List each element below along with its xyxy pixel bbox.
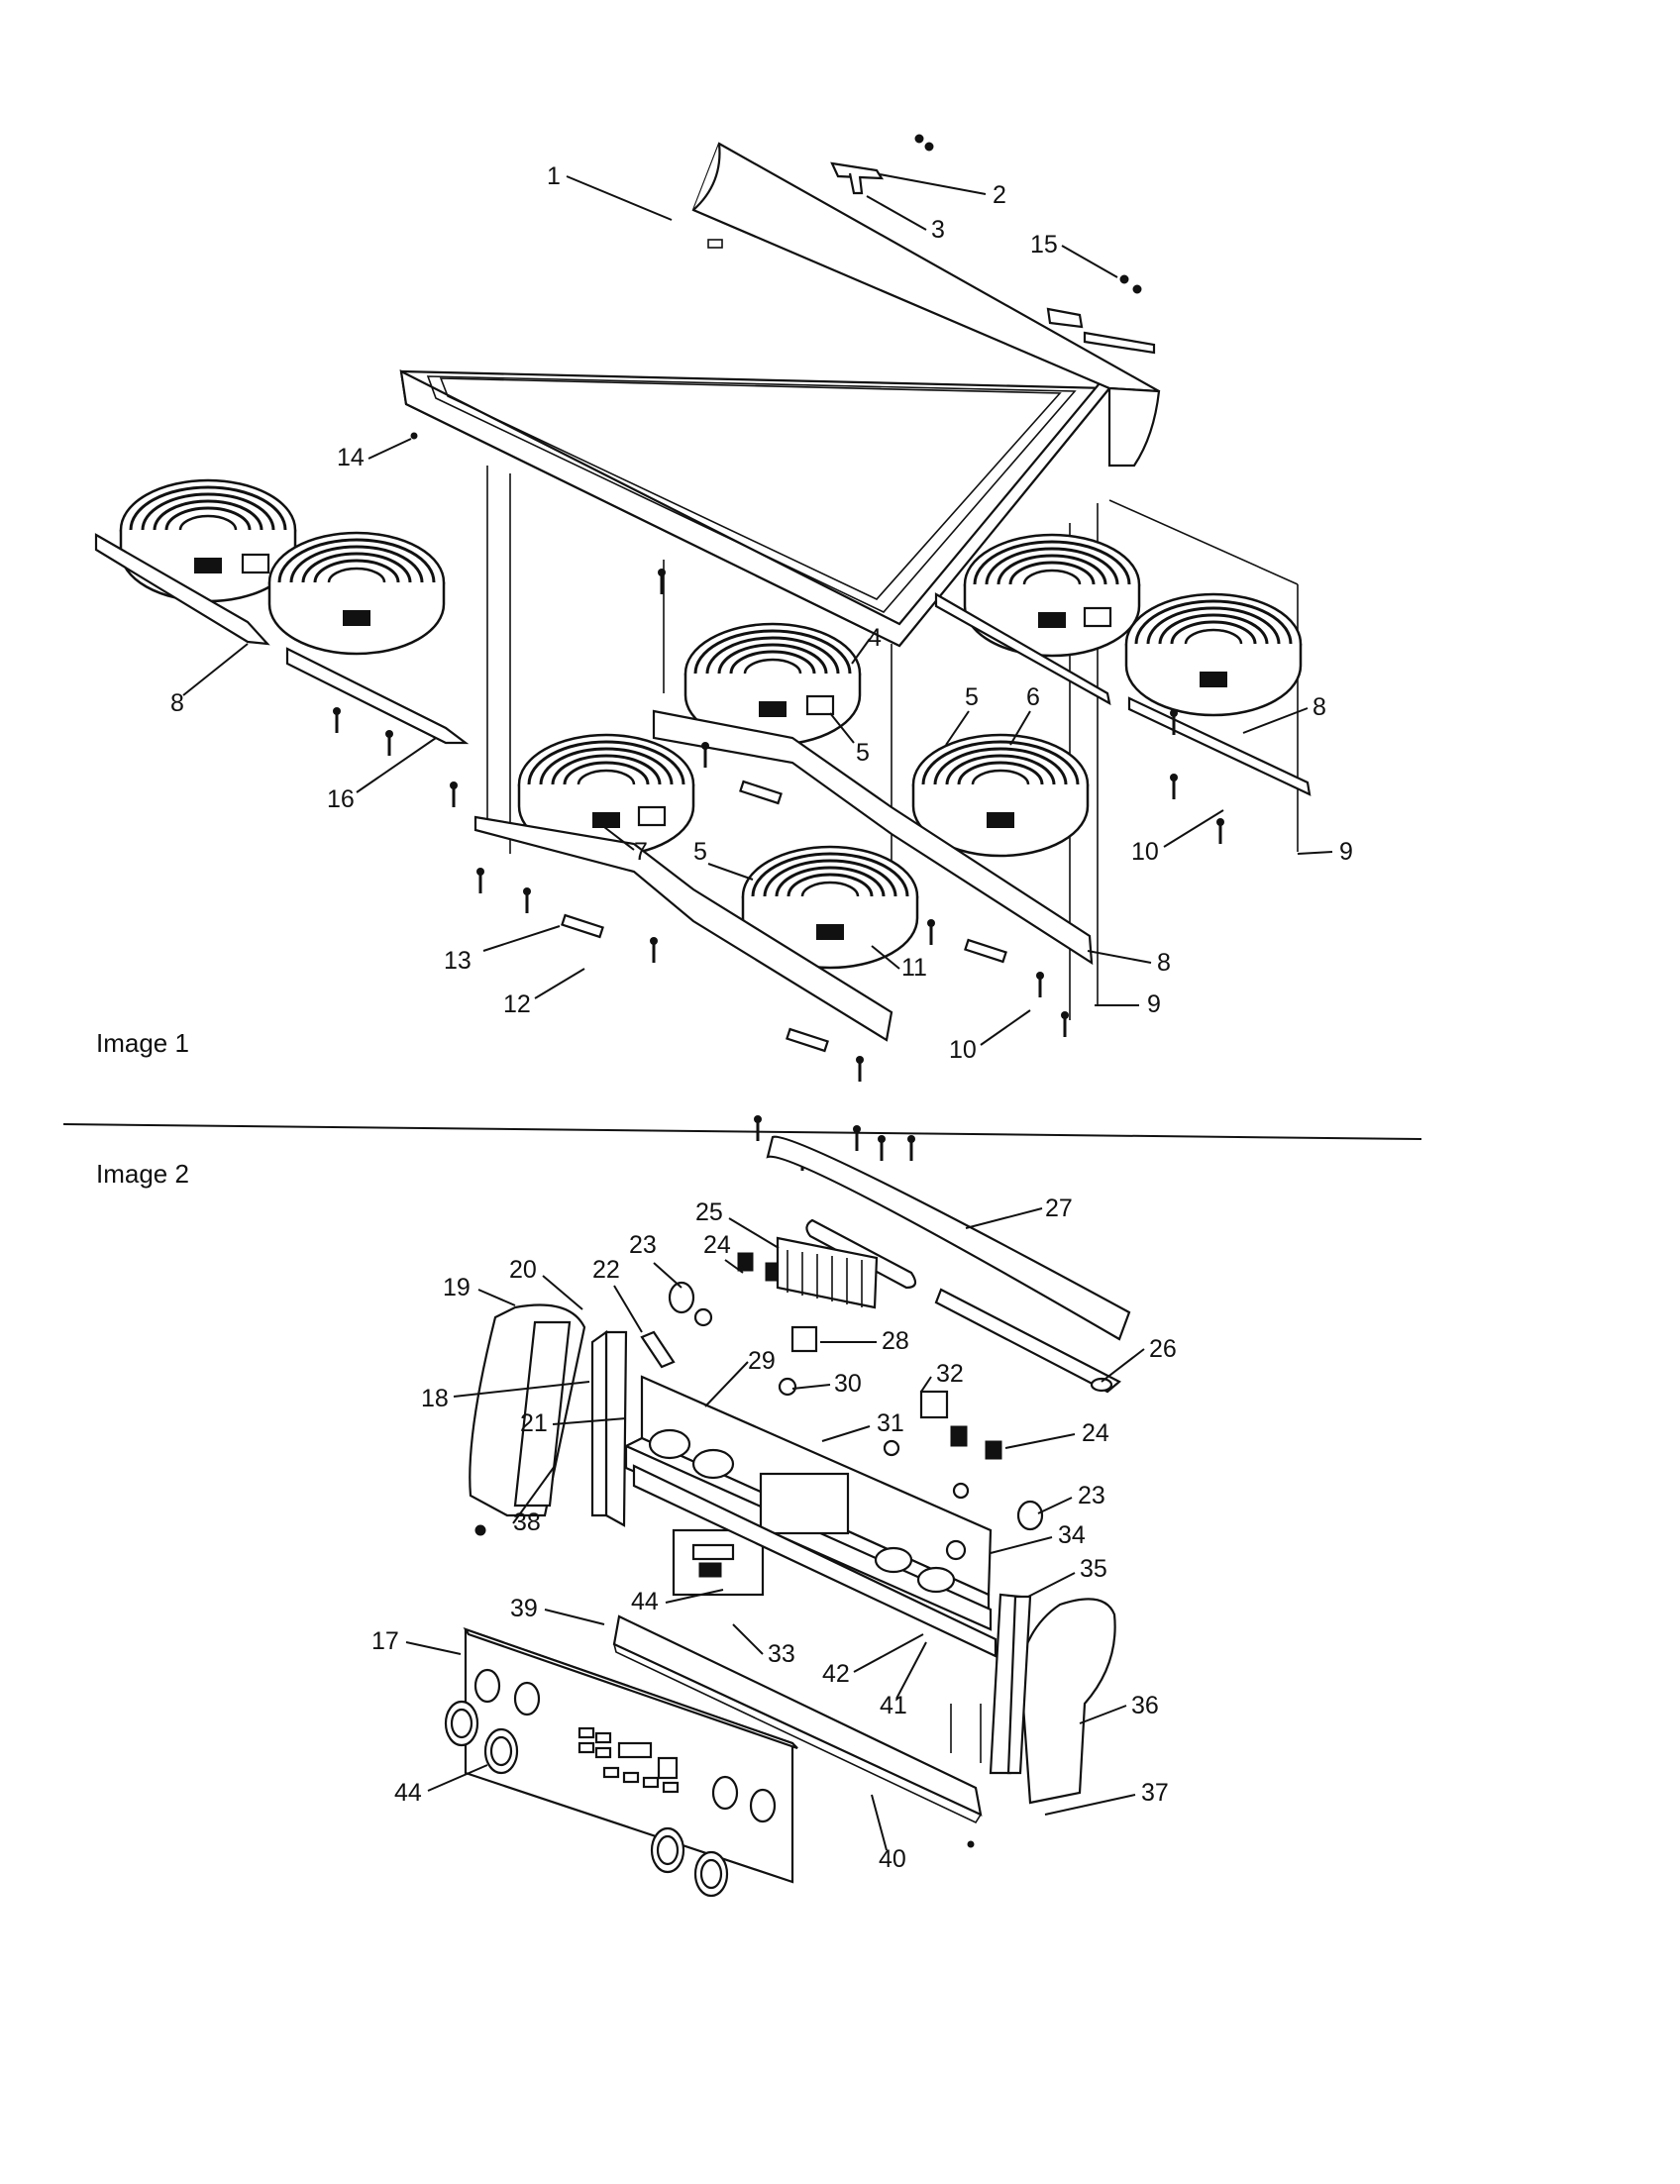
image-1-cooktop-assembly: 1 2 3 15 14 4 8 5 5 6 8 16 7 5 bbox=[94, 134, 1353, 1173]
left-endcap bbox=[469, 1303, 628, 1536]
callout-1: 1 bbox=[547, 162, 561, 190]
callout-5b: 5 bbox=[965, 683, 979, 711]
callout-10a: 10 bbox=[1131, 838, 1159, 866]
callout-39: 39 bbox=[510, 1595, 538, 1622]
callout-8c: 8 bbox=[1157, 949, 1171, 977]
image-2-callouts: 27 25 23 24 19 20 22 26 28 29 32 30 18 bbox=[371, 1195, 1177, 1873]
coil-burners-left bbox=[94, 478, 470, 809]
callout-19: 19 bbox=[443, 1274, 471, 1301]
callout-30: 30 bbox=[834, 1370, 862, 1398]
callout-41: 41 bbox=[880, 1692, 907, 1719]
callout-29: 29 bbox=[748, 1347, 776, 1375]
callout-34: 34 bbox=[1058, 1521, 1086, 1549]
callout-44: 44 bbox=[394, 1779, 422, 1807]
callout-20: 20 bbox=[509, 1256, 537, 1284]
maintop bbox=[399, 142, 1161, 648]
callout-15: 15 bbox=[1030, 231, 1058, 259]
callout-32: 32 bbox=[936, 1360, 964, 1388]
callout-31: 31 bbox=[877, 1409, 904, 1437]
callout-40: 40 bbox=[879, 1845, 906, 1873]
callout-4: 4 bbox=[868, 624, 882, 652]
callout-24b: 24 bbox=[1082, 1419, 1109, 1447]
right-endcap bbox=[989, 1593, 1116, 1805]
callout-13: 13 bbox=[444, 947, 472, 975]
callout-35: 35 bbox=[1080, 1555, 1107, 1583]
image-1-caption: Image 1 bbox=[96, 1028, 189, 1058]
callout-24a: 24 bbox=[703, 1231, 731, 1259]
callout-17: 17 bbox=[371, 1627, 399, 1655]
callout-37: 37 bbox=[1141, 1779, 1169, 1807]
image-2-caption: Image 2 bbox=[96, 1159, 189, 1189]
console-panel bbox=[444, 1626, 798, 1898]
image-divider bbox=[62, 1123, 1422, 1140]
callout-6: 6 bbox=[1026, 683, 1040, 711]
image-1-callouts: 1 2 3 15 14 4 8 5 5 6 8 16 7 5 bbox=[170, 162, 1353, 1064]
callout-43: 44 bbox=[631, 1588, 659, 1615]
callout-5c: 5 bbox=[693, 838, 707, 866]
callout-5a: 5 bbox=[856, 739, 870, 767]
callout-36: 36 bbox=[1131, 1692, 1159, 1719]
callout-9a: 9 bbox=[1339, 838, 1353, 866]
callout-26: 26 bbox=[1149, 1335, 1177, 1363]
callout-28: 28 bbox=[882, 1327, 909, 1355]
control-panel-body bbox=[623, 1236, 1044, 1658]
callout-18: 18 bbox=[421, 1385, 449, 1412]
callout-14: 14 bbox=[337, 444, 365, 471]
callout-3: 3 bbox=[931, 216, 945, 244]
callout-22: 22 bbox=[592, 1256, 620, 1284]
bracket-hardware bbox=[410, 134, 1156, 440]
coil-burners-center bbox=[517, 533, 1303, 970]
callout-10b: 10 bbox=[949, 1036, 977, 1064]
callout-16: 16 bbox=[327, 785, 355, 813]
callout-27: 27 bbox=[1045, 1195, 1073, 1222]
callout-25: 25 bbox=[695, 1198, 723, 1226]
callout-33: 33 bbox=[768, 1640, 795, 1668]
callout-23b: 23 bbox=[1078, 1482, 1105, 1509]
callout-21: 21 bbox=[520, 1409, 548, 1437]
callout-2: 2 bbox=[993, 181, 1006, 209]
image-2-control-panel-assembly: 27 25 23 24 19 20 22 26 28 29 32 30 18 bbox=[371, 1135, 1177, 1898]
callout-8a: 8 bbox=[170, 689, 184, 717]
callout-23a: 23 bbox=[629, 1231, 657, 1259]
lower-trim bbox=[612, 1614, 983, 1848]
callout-38: 38 bbox=[513, 1508, 541, 1536]
control-knobs bbox=[444, 1700, 729, 1898]
callout-11: 11 bbox=[901, 954, 927, 982]
callout-12: 12 bbox=[503, 990, 531, 1018]
callout-8b: 8 bbox=[1312, 693, 1326, 721]
callout-9b: 9 bbox=[1147, 990, 1161, 1018]
burner-support-brackets bbox=[473, 567, 1312, 1173]
callout-7: 7 bbox=[634, 838, 648, 866]
callout-42: 42 bbox=[822, 1660, 850, 1688]
